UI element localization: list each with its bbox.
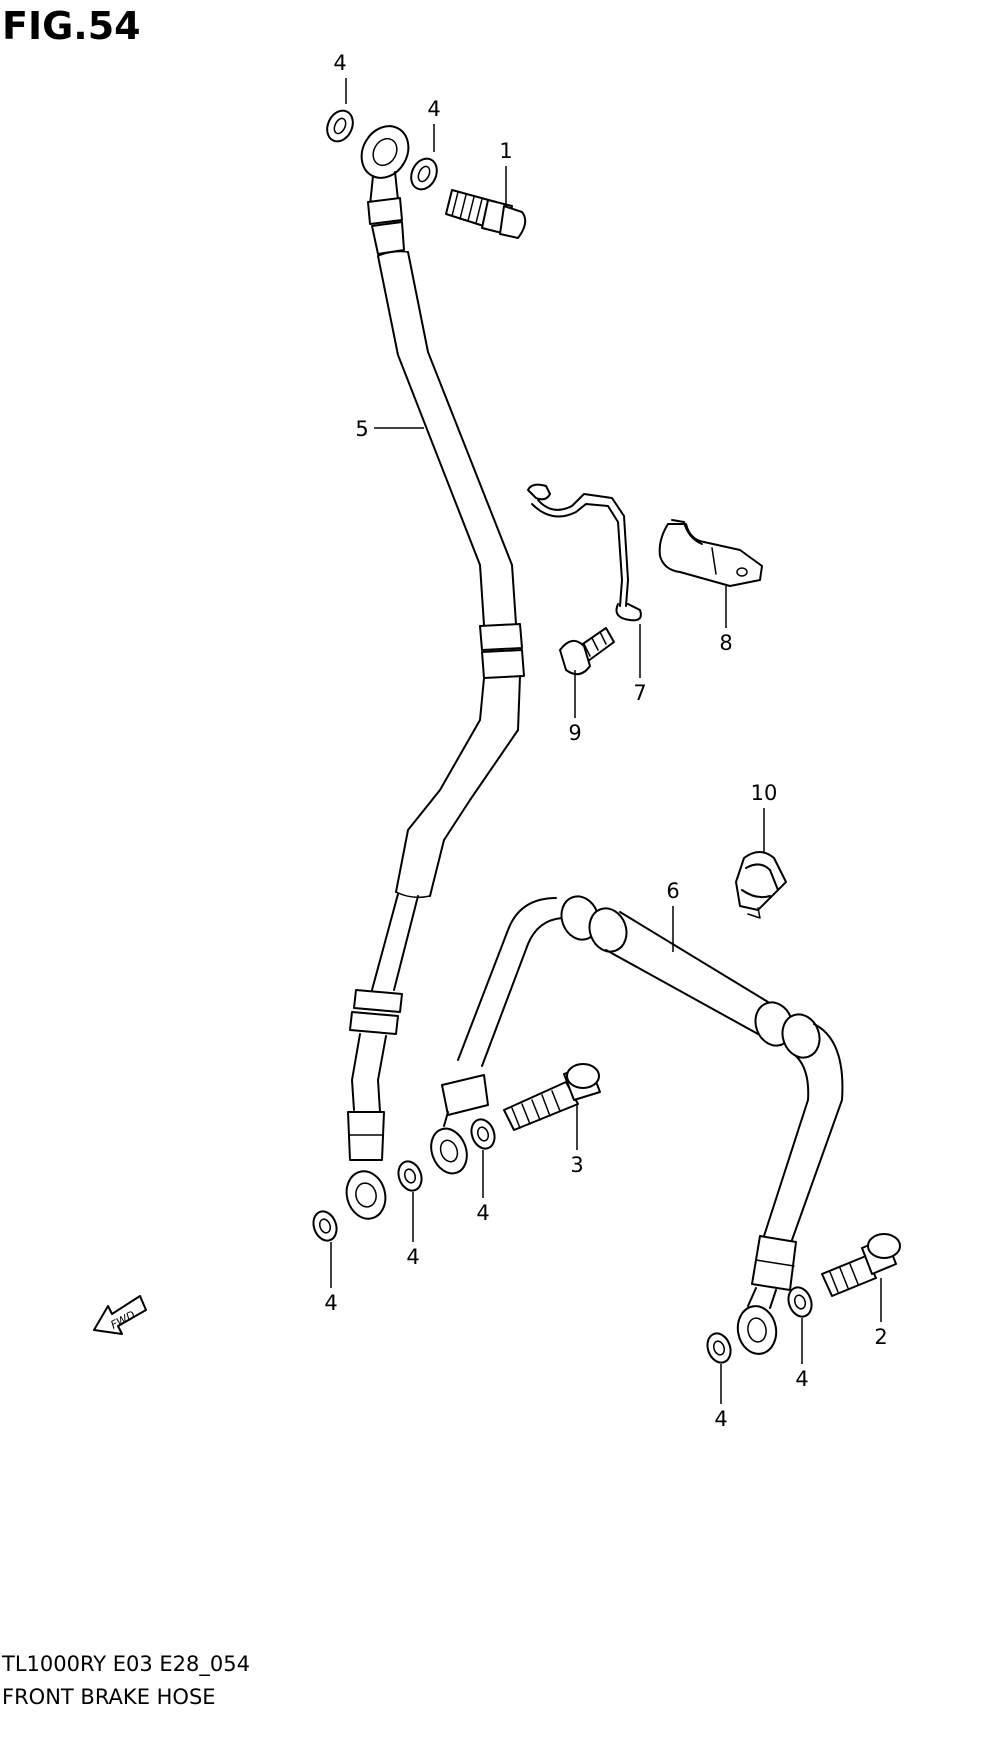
callout-hose-guide-bracket: 7 [633,624,647,705]
fwd-label: FWD [109,1308,138,1332]
forward-direction-arrow: FWD [93,1295,147,1335]
callout-hose-clamp-plate: 8 [719,586,733,655]
washer-5[interactable] [468,1116,499,1152]
callout-washer-3: 4 [324,1242,338,1315]
callout-washer-4: 4 [406,1192,420,1269]
callout-brake-hose-lower: 6 [666,879,680,952]
hose-clamp-plate[interactable] [658,519,763,587]
callout-label: 4 [333,51,346,75]
union-bolt-lower[interactable] [821,1233,901,1297]
callout-label: 4 [476,1201,489,1225]
brake-hose-upper[interactable] [341,118,525,1223]
mounting-bolt[interactable] [559,627,615,676]
callout-label: 5 [355,417,368,441]
model-code: TL1000RY E03 E28_054 [2,1652,250,1676]
hose-clip[interactable] [735,851,787,919]
callout-label: 7 [633,681,646,705]
washer-3[interactable] [310,1208,341,1244]
callout-label: 2 [874,1325,887,1349]
callout-union-bolt-top: 1 [499,139,513,204]
callout-hose-clip: 10 [751,781,778,852]
figure-title: FIG.54 [2,4,141,48]
callout-label: 4 [406,1245,419,1269]
hose-guide-bracket[interactable] [527,483,642,622]
callout-label: 4 [427,97,440,121]
washer-1[interactable] [322,106,357,145]
callout-brake-hose-upper: 5 [355,417,424,441]
section-name: FRONT BRAKE HOSE [2,1685,216,1709]
union-bolt-middle[interactable] [503,1063,601,1131]
callout-label: 4 [324,1291,337,1315]
callout-washer-7: 4 [795,1318,809,1391]
callout-label: 9 [568,721,581,745]
union-bolt-top[interactable] [445,189,527,239]
callout-label: 8 [719,631,732,655]
callout-washer-5: 4 [476,1150,490,1225]
callout-union-bolt-lower: 2 [874,1278,888,1349]
callout-label: 4 [714,1407,727,1431]
callout-label: 10 [751,781,778,805]
washer-6[interactable] [704,1330,735,1366]
callout-union-bolt-middle: 3 [570,1104,584,1177]
callout-washer-2: 4 [427,97,441,152]
callout-label: 4 [795,1367,808,1391]
washer-4[interactable] [395,1158,426,1194]
callout-washer-6: 4 [714,1364,728,1431]
brake-hose-lower[interactable] [425,891,844,1357]
callout-label: 6 [666,879,679,903]
callout-label: 3 [570,1153,583,1177]
callout-mounting-bolt: 9 [568,670,582,745]
washer-2[interactable] [406,154,441,193]
callout-washer-1: 4 [333,51,347,104]
washer-7[interactable] [785,1284,816,1320]
callout-label: 1 [499,139,512,163]
